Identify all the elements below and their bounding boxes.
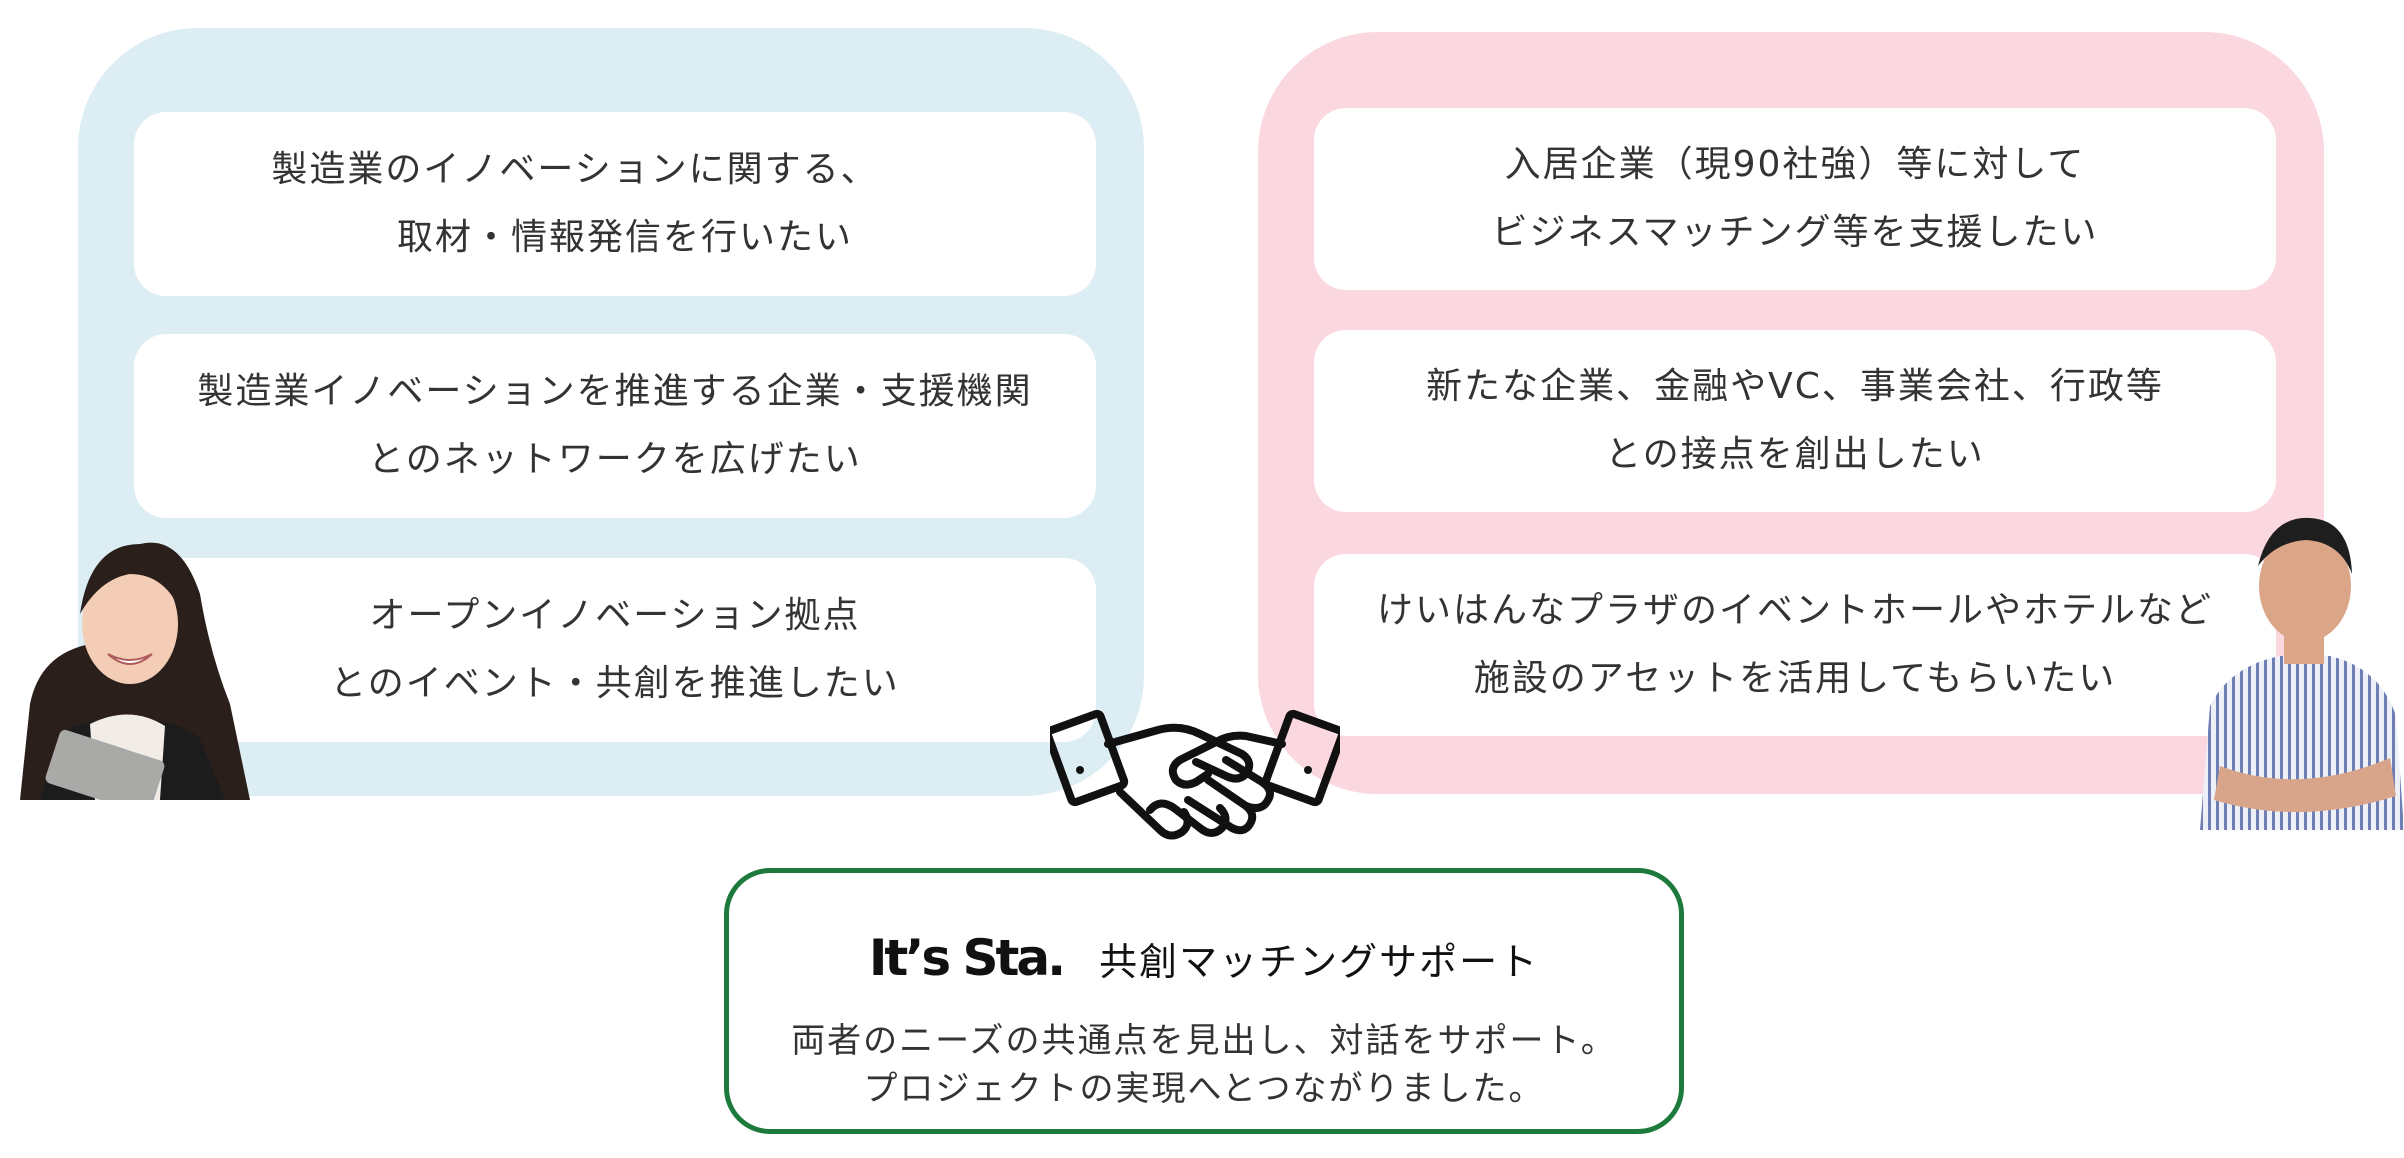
- right-card-3: けいはんなプラザのイベントホールやホテルなど 施設のアセットを活用してもらいたい: [1314, 554, 2276, 736]
- right-card-2-line2: との接点を創出したい: [1605, 434, 1985, 475]
- right-card-3-line2: 施設のアセットを活用してもらいたい: [1473, 658, 2117, 699]
- support-description: 両者のニーズの共通点を見出し、対話をサポート。 プロジェクトの実現へとつながりま…: [729, 1017, 1679, 1113]
- brand-title: 共創マッチングサポート: [1099, 940, 1540, 984]
- left-card-2: 製造業イノベーションを推進する企業・支援機関 とのネットワークを広げたい: [134, 334, 1096, 518]
- left-card-3-line1: オープンイノベーション拠点: [369, 595, 861, 636]
- right-card-1: 入居企業（現90社強）等に対して ビジネスマッチング等を支援したい: [1314, 108, 2276, 290]
- man-photo: [2200, 496, 2404, 830]
- right-card-2-line1: 新たな企業、金融やVC、事業会社、行政等: [1426, 366, 2164, 407]
- left-card-3-line2: とのイベント・共創を推進したい: [330, 663, 900, 704]
- left-card-1-line2: 取材・情報発信を行いたい: [396, 217, 853, 258]
- right-card-3-line1: けいはんなプラザのイベントホールやホテルなど: [1376, 590, 2213, 631]
- right-card-1-line2: ビジネスマッチング等を支援したい: [1491, 212, 2099, 253]
- left-card-3: オープンイノベーション拠点 とのイベント・共創を推進したい: [134, 558, 1096, 742]
- woman-photo: [0, 504, 258, 800]
- left-card-2-line2: とのネットワークを広げたい: [368, 439, 862, 480]
- brand-row: It’s Sta. 共創マッチングサポート: [729, 929, 1679, 987]
- right-card-2: 新たな企業、金融やVC、事業会社、行政等 との接点を創出したい: [1314, 330, 2276, 512]
- brand-logo: It’s Sta.: [868, 929, 1066, 987]
- left-card-1: 製造業のイノベーションに関する、 取材・情報発信を行いたい: [134, 112, 1096, 296]
- left-card-2-line1: 製造業イノベーションを推進する企業・支援機関: [197, 371, 1033, 412]
- left-card-1-line1: 製造業のイノベーションに関する、: [271, 149, 879, 190]
- right-card-1-line1: 入居企業（現90社強）等に対して: [1504, 144, 2086, 185]
- matching-support-box: It’s Sta. 共創マッチングサポート 両者のニーズの共通点を見出し、対話を…: [724, 868, 1684, 1134]
- handshake-icon: [1043, 700, 1347, 860]
- support-description-line2: プロジェクトの実現へとつながりました。: [863, 1069, 1545, 1109]
- support-description-line1: 両者のニーズの共通点を見出し、対話をサポート。: [791, 1021, 1617, 1061]
